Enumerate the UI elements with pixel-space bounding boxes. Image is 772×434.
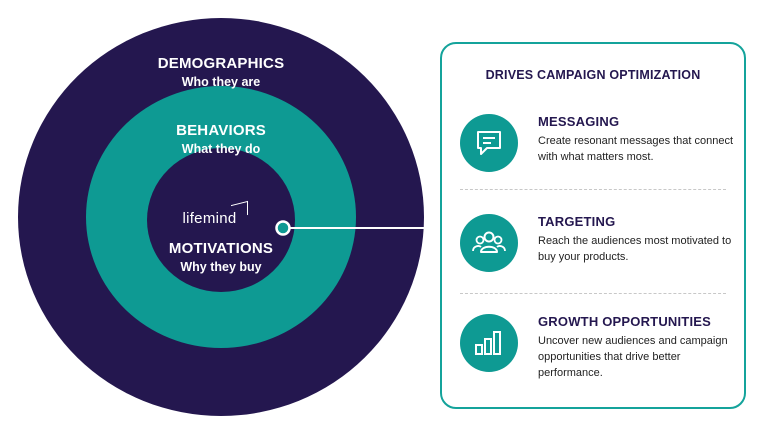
targeting-desc: Reach the audiences most motivated to bu… bbox=[538, 235, 732, 263]
targeting-title: TARGETING bbox=[538, 214, 616, 229]
divider bbox=[460, 293, 726, 294]
motivations-subtitle: Why they buy bbox=[180, 260, 262, 274]
chat-icon bbox=[460, 114, 518, 172]
connector-node bbox=[275, 220, 291, 236]
motivations-core bbox=[147, 148, 295, 292]
growth-desc: Uncover new audiences and campaign oppor… bbox=[538, 335, 728, 379]
divider bbox=[460, 189, 726, 190]
behaviors-title: BEHAVIORS bbox=[176, 122, 266, 139]
bar-chart-icon bbox=[460, 314, 518, 372]
lifemind-logo: lifemind bbox=[160, 200, 270, 227]
messaging-desc: Create resonant messages that connect wi… bbox=[538, 135, 734, 163]
people-icon bbox=[460, 214, 518, 272]
messaging-title: MESSAGING bbox=[538, 114, 620, 129]
demographics-subtitle: Who they are bbox=[181, 75, 261, 89]
demographics-label: DEMOGRAPHICS Who they are bbox=[121, 55, 321, 89]
behaviors-label: BEHAVIORS What they do bbox=[121, 122, 321, 156]
behaviors-subtitle: What they do bbox=[181, 142, 261, 156]
motivations-title: MOTIVATIONS bbox=[168, 240, 274, 257]
logo-text: lifemind bbox=[182, 210, 237, 227]
demographics-title: DEMOGRAPHICS bbox=[157, 55, 285, 72]
optimization-panel: DRIVES CAMPAIGN OPTIMIZATION MESSAGING C… bbox=[440, 42, 746, 409]
growth-title: GROWTH OPPORTUNITIES bbox=[538, 314, 711, 329]
panel-title: DRIVES CAMPAIGN OPTIMIZATION bbox=[485, 68, 701, 82]
motivations-label: MOTIVATIONS Why they buy bbox=[121, 240, 321, 274]
